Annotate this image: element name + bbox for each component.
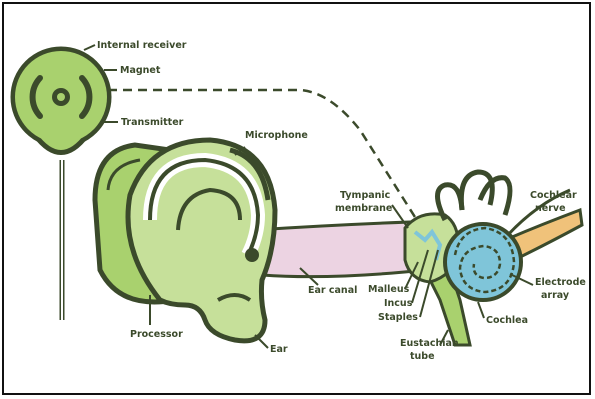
semicircular-canals xyxy=(438,172,511,220)
label-cochlear-nerve-1: Cochlear xyxy=(530,190,577,201)
label-processor: Processor xyxy=(130,329,183,340)
label-cochlea: Cochlea xyxy=(486,315,528,326)
label-tympanic-2: membrane xyxy=(335,203,392,214)
cochlea xyxy=(445,224,521,300)
label-transmitter: Transmitter xyxy=(121,117,184,128)
label-tympanic-1: Tympanic xyxy=(340,190,390,201)
label-eustachian-2: tube xyxy=(410,351,435,362)
internal-receiver xyxy=(13,49,109,153)
label-cochlear-nerve-2: nerve xyxy=(535,203,566,214)
label-ear-canal: Ear canal xyxy=(308,285,357,296)
label-incus: Incus xyxy=(384,298,413,309)
label-internal-receiver: Internal receiver xyxy=(97,40,187,51)
label-ear: Ear xyxy=(270,344,288,355)
label-electrode-2: array xyxy=(541,290,570,301)
label-electrode-1: Electrode xyxy=(535,277,586,288)
label-malleus: Malleus xyxy=(368,284,410,295)
label-magnet: Magnet xyxy=(120,65,161,76)
label-staples: Staples xyxy=(378,312,418,323)
ear-canal xyxy=(255,222,425,277)
label-microphone: Microphone xyxy=(245,130,308,141)
label-eustachian-1: Eustachian xyxy=(400,338,459,349)
